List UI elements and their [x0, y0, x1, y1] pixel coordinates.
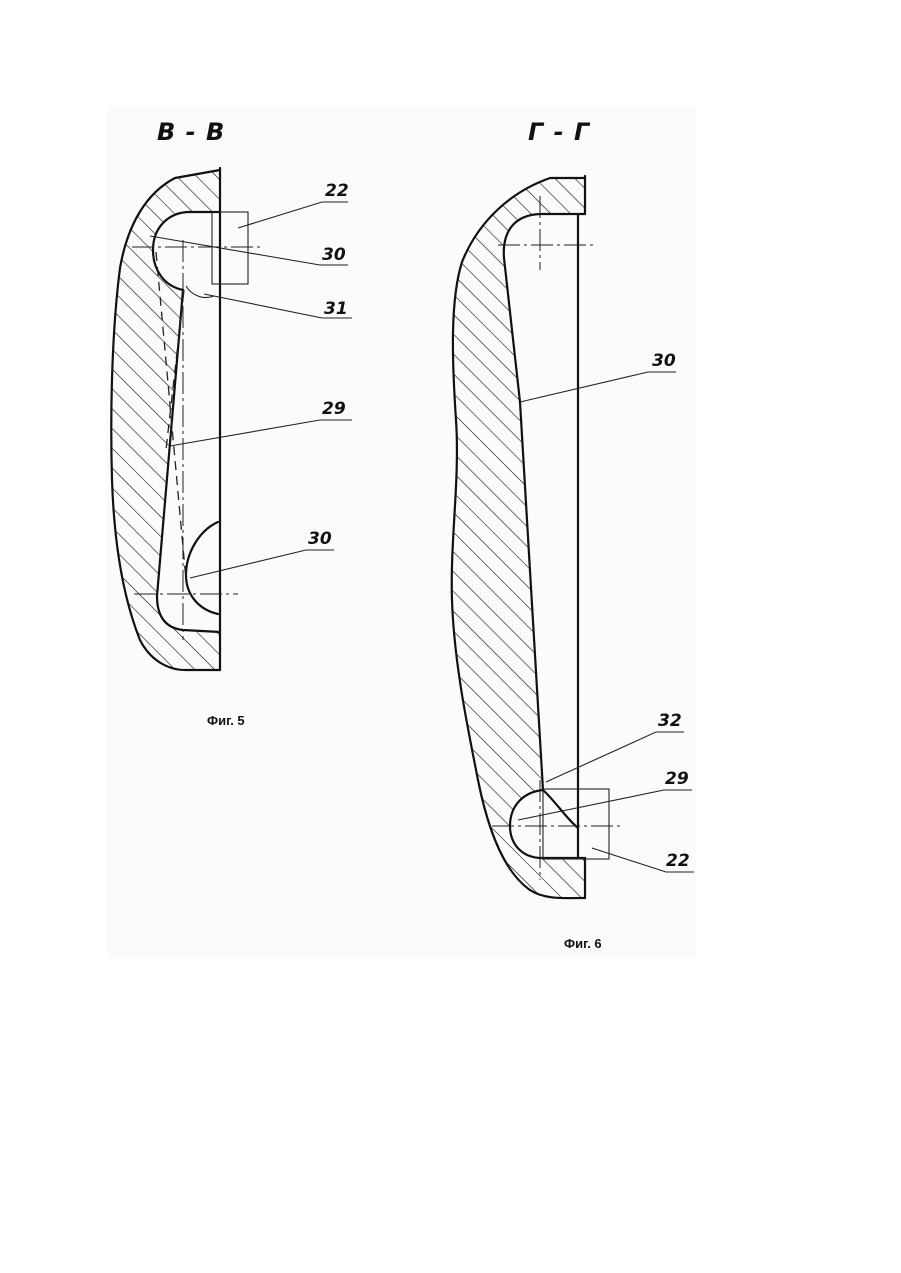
fig5-callout-30-bottom: 30	[308, 529, 332, 549]
fig5-callout-22: 22	[325, 181, 349, 201]
fig5-leader-29	[170, 420, 352, 446]
fig6-leader-30	[520, 372, 676, 402]
fig6-callout-30: 30	[652, 351, 676, 371]
fig6-caption: Фиг. 6	[564, 936, 602, 951]
fig6-callout-32: 32	[658, 711, 682, 731]
fig5-section-title: B - B	[157, 118, 225, 146]
fig5-callout-30-top: 30	[322, 245, 346, 265]
fig6-leader-32	[546, 732, 684, 782]
figure-6: Г - Г 30 32 29 22 Фиг. 6	[452, 118, 694, 951]
fig5-leader-22	[238, 202, 348, 228]
fig6-callout-22: 22	[666, 851, 690, 871]
fig5-caption: Фиг. 5	[207, 713, 245, 728]
fig5-leader-30b	[190, 550, 334, 578]
fig6-leader-29	[518, 790, 692, 820]
fig5-small-arc	[186, 286, 214, 298]
fig5-top-cavity	[153, 212, 220, 290]
fig5-bottom-arc	[186, 522, 218, 614]
figure-5: B - B 22 30 31 29 30 Ф	[111, 118, 352, 728]
fig6-hatched-wall	[452, 178, 585, 898]
fig6-section-title: Г - Г	[528, 118, 591, 146]
fig6-callout-29: 29	[665, 769, 689, 789]
fig5-leader-30a	[150, 236, 348, 265]
fig5-callout-29: 29	[322, 399, 346, 419]
fig5-callout-31: 31	[324, 299, 348, 319]
